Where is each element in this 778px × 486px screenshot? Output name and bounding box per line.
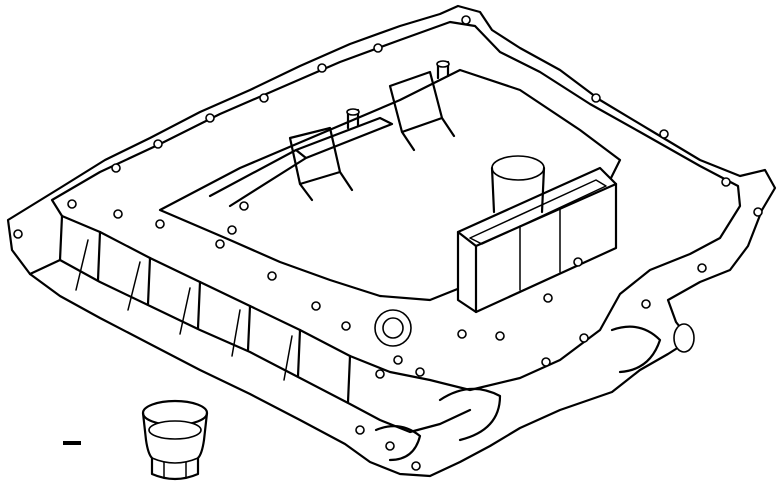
oil-pan-lower-edge — [28, 258, 472, 434]
drain-plug-cap-icon — [141, 399, 209, 481]
oil-pan-inner-flange — [50, 20, 742, 392]
oil-pan-studs — [346, 60, 450, 130]
oil-pan-sump-cylinder — [490, 155, 546, 214]
oil-pan-baffle-top — [388, 70, 456, 152]
oil-pan-side-bosses — [374, 323, 695, 462]
oil-pan-outer-flange — [6, 4, 777, 478]
callout-dash — [63, 441, 81, 445]
oil-pan-pickup-tower — [456, 166, 618, 314]
oil-pan-ribs — [58, 214, 352, 404]
oil-pan-bolt-holes — [13, 15, 763, 471]
oil-pan-drain-boss — [374, 309, 412, 347]
oil-pan-channel — [208, 116, 394, 208]
oil-pan-baffle-left — [288, 126, 354, 202]
oil-pan-icon — [6, 4, 777, 478]
